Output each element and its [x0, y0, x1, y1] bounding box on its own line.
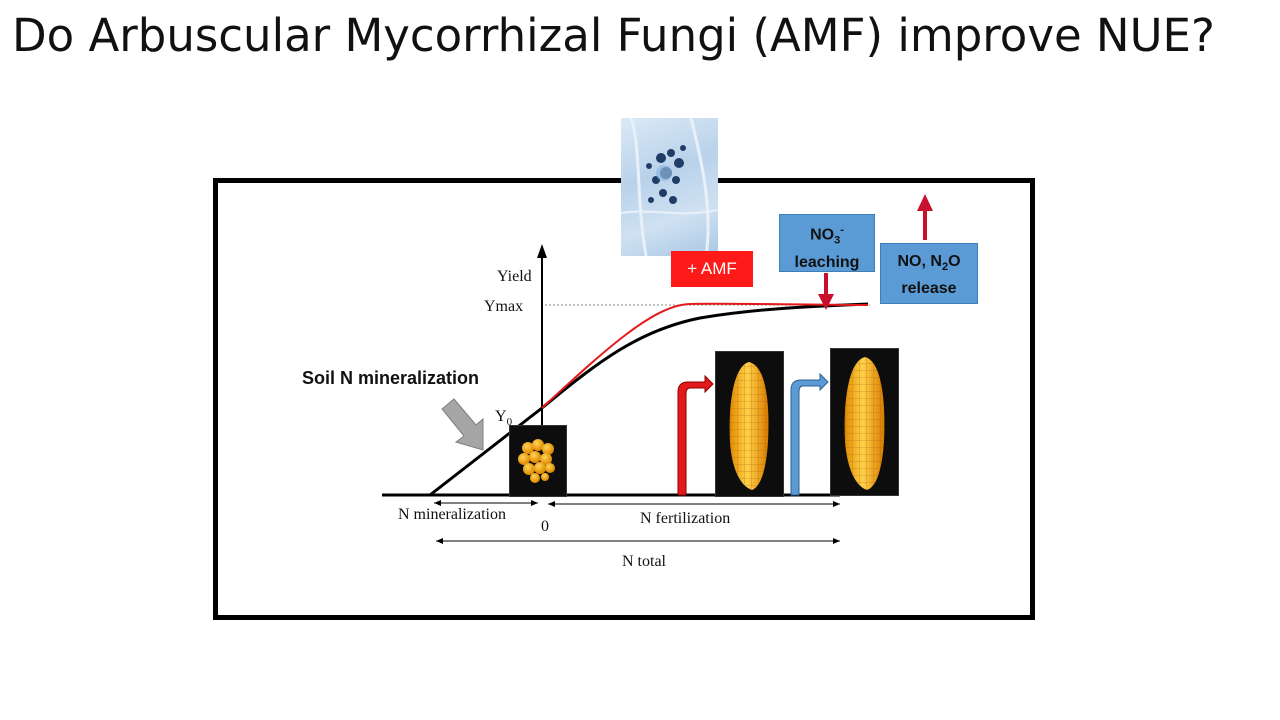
no-n2o-release-box: NO, N2O release: [880, 243, 978, 304]
n-fertilization-range: [548, 501, 840, 507]
cell-wall: [689, 118, 710, 256]
n-total-label: N total: [622, 553, 666, 570]
arbuscule: [646, 145, 686, 204]
no3-superscript: -: [840, 224, 844, 236]
y0-label-main: Y: [495, 408, 507, 425]
amf-fertilization-arrow: [677, 374, 714, 496]
no3-line: NO3-: [780, 219, 874, 252]
soil-mineralization-arrow: [441, 398, 484, 451]
origin-label: 0: [541, 518, 549, 535]
nox-text: NO, N: [897, 253, 942, 270]
gas-release-arrow: [917, 194, 933, 240]
nox-text-end: O: [948, 253, 961, 270]
micrograph-image: [621, 118, 718, 256]
y-axis-label: Yield: [497, 268, 532, 285]
vesicle: [656, 165, 672, 181]
n2o-subscript: 2: [941, 261, 949, 274]
baseline-yield-curve: [429, 302, 869, 497]
no3-subscript: 3: [834, 234, 841, 247]
y-axis-arrowhead: [537, 244, 547, 258]
soil-n-mineralization-label: Soil N mineralization: [302, 368, 480, 388]
large-corn-cob-image-2: [830, 348, 899, 496]
no3-leaching-box: NO3- leaching: [779, 214, 875, 272]
leaching-text: leaching: [794, 253, 860, 271]
n-fertilization-label: N fertilization: [640, 510, 731, 527]
no3-text: NO: [810, 226, 835, 244]
n-mineralization-label: N mineralization: [398, 506, 506, 523]
cell-wall: [629, 118, 648, 256]
n-mineralization-range: [434, 500, 538, 506]
large-corn-cob-image: [715, 351, 784, 497]
y0-label: Y0: [495, 408, 512, 428]
leaching-arrow: [818, 273, 834, 310]
cell-wall: [621, 209, 718, 215]
micrograph-drawing: [621, 118, 718, 256]
ymax-label: Ymax: [484, 298, 524, 315]
small-corn-cob-image: [509, 425, 567, 497]
n-total-range: [436, 538, 840, 544]
slide-title: Do Arbuscular Mycorrhizal Fungi (AMF) im…: [12, 9, 1215, 62]
release-text: release: [901, 280, 957, 298]
amf-label: + AMF: [671, 251, 753, 287]
y0-label-sub: 0: [506, 416, 513, 429]
fertilization-arrow: [790, 372, 829, 496]
nox-line: NO, N2O: [881, 251, 977, 278]
amf-yield-curve: [541, 302, 869, 409]
